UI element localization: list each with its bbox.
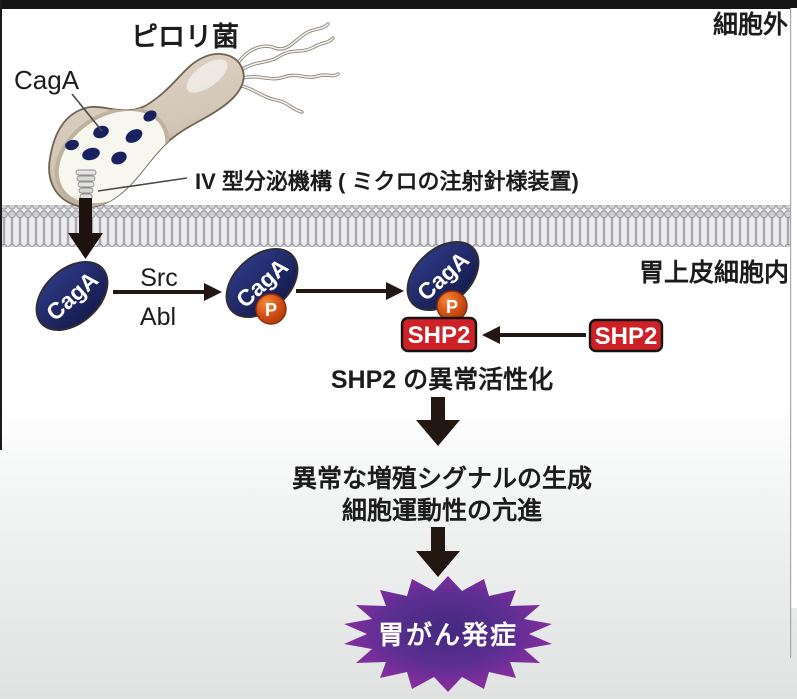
caga-oval-1: CagA: [35, 261, 109, 331]
bacterium-title: ピロリ菌: [131, 22, 239, 52]
intracellular-label: 胃上皮細胞内: [639, 259, 789, 287]
cancer-outcome-label: 胃がん発症: [378, 620, 518, 650]
cancer-starburst: 胃がん発症: [344, 576, 552, 692]
phospho-badge-2: P: [436, 290, 468, 322]
caga-protein-dots: [65, 110, 157, 165]
secretion-pointer-line: [97, 177, 188, 192]
left-border: [0, 0, 2, 450]
caga-label: CagA: [14, 65, 80, 95]
down-arrow-2: [416, 527, 460, 577]
phospho-badge-2-label: P: [446, 297, 458, 317]
flagella: [235, 22, 340, 114]
shp2-bound-label: SHP2: [408, 322, 471, 349]
body-highlight: [186, 59, 228, 93]
shp2-recruitment-arrow: [482, 326, 586, 344]
effect-line-2: 細胞運動性の亢進: [342, 496, 542, 525]
shp2-bound-box: SHP2: [400, 316, 478, 353]
phospho-badge-1-label: P: [265, 300, 277, 320]
down-arrow-1: [416, 397, 460, 446]
caga-pointer-line: [71, 93, 103, 132]
right-margin: [791, 8, 797, 608]
secretion-needle: [75, 169, 97, 200]
effect-line-1: 異常な増殖シグナルの生成: [292, 464, 592, 493]
arrow-to-shp2-complex: [296, 282, 404, 300]
shp2-free-box: SHP2: [588, 318, 664, 353]
cell-membrane: [2, 205, 790, 247]
extracellular-label: 細胞外: [713, 10, 788, 39]
injection-arrow: [68, 198, 103, 259]
phospho-badge-1: P: [255, 293, 287, 325]
shp2-activation-label: SHP2 の異常活性化: [331, 366, 553, 394]
right-border: [790, 8, 792, 658]
kinase-src-label: Src: [140, 264, 178, 292]
kinase-abl-label: Abl: [140, 303, 176, 331]
top-border: [0, 0, 797, 9]
helicobacter-illustration: [48, 22, 340, 208]
shp2-free-label: SHP2: [595, 323, 658, 350]
secretion-system-label: IV 型分泌機構 ( ミクロの注射針様装置): [195, 169, 579, 194]
src-abl-arrow: [113, 283, 222, 301]
